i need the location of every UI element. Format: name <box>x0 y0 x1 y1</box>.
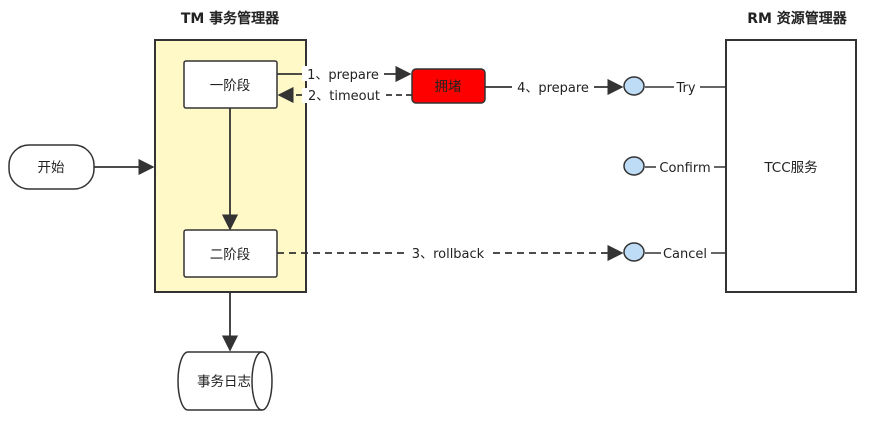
cancel-port <box>623 242 645 262</box>
timeout-label: 2、timeout <box>308 89 380 104</box>
log-label: 事务日志 <box>197 374 251 390</box>
log-cylinder <box>177 351 273 411</box>
confirm-port <box>623 156 645 176</box>
try-label: Try <box>675 81 695 96</box>
try-port <box>623 76 645 96</box>
phase2-label: 二阶段 <box>210 247 251 263</box>
phase1-label: 一阶段 <box>210 78 251 94</box>
prepare1-label: 1、prepare <box>307 68 379 83</box>
confirm-label: Confirm <box>659 161 710 176</box>
rm-title: RM 资源管理器 <box>747 10 848 27</box>
tm-title: TM 事务管理器 <box>181 10 280 27</box>
start-label: 开始 <box>38 160 65 176</box>
blocked-label: 拥堵 <box>435 79 462 95</box>
rm-container <box>725 39 857 293</box>
rollback-label: 3、rollback <box>412 247 485 262</box>
cancel-label: Cancel <box>663 247 707 262</box>
prepare4-label: 4、prepare <box>517 81 589 96</box>
blocked-node <box>411 68 486 104</box>
rm-service-label: TCC服务 <box>763 160 817 176</box>
